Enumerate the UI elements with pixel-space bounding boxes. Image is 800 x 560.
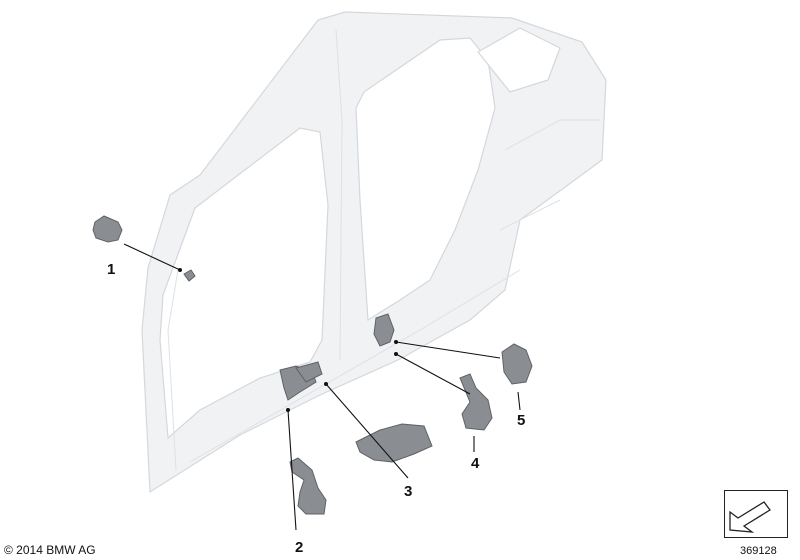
front-door-opening — [159, 127, 329, 440]
leader-4b — [395, 353, 471, 395]
leader-dots — [178, 268, 398, 412]
leader-3 — [325, 383, 409, 479]
diagram-id-text: 369128 — [740, 545, 777, 557]
frame-detail-lines — [167, 29, 600, 471]
callout-1[interactable]: 1 — [107, 261, 116, 278]
part-1-installed — [183, 269, 196, 282]
part-1 — [92, 215, 123, 243]
leader-5a — [395, 341, 501, 359]
callout-2[interactable]: 2 — [295, 539, 304, 556]
leader-1 — [123, 243, 181, 271]
callout-5[interactable]: 5 — [517, 412, 526, 429]
part-3 — [355, 423, 433, 463]
leader-lines — [123, 243, 521, 531]
nav-arrow-icon — [729, 501, 771, 533]
door-openings — [159, 27, 561, 440]
leader-2 — [287, 409, 297, 531]
part-5-installed — [373, 313, 395, 347]
part-5 — [501, 343, 533, 385]
rear-window — [477, 27, 561, 93]
callout-4[interactable]: 4 — [471, 455, 480, 472]
callout-3[interactable]: 3 — [404, 483, 413, 500]
copyright-text: © 2014 BMW AG — [4, 543, 96, 557]
part-3-installed — [295, 361, 323, 383]
part-2-lower — [289, 457, 327, 515]
part-4 — [459, 373, 493, 431]
leader-5 — [517, 391, 521, 411]
parts — [92, 215, 533, 515]
